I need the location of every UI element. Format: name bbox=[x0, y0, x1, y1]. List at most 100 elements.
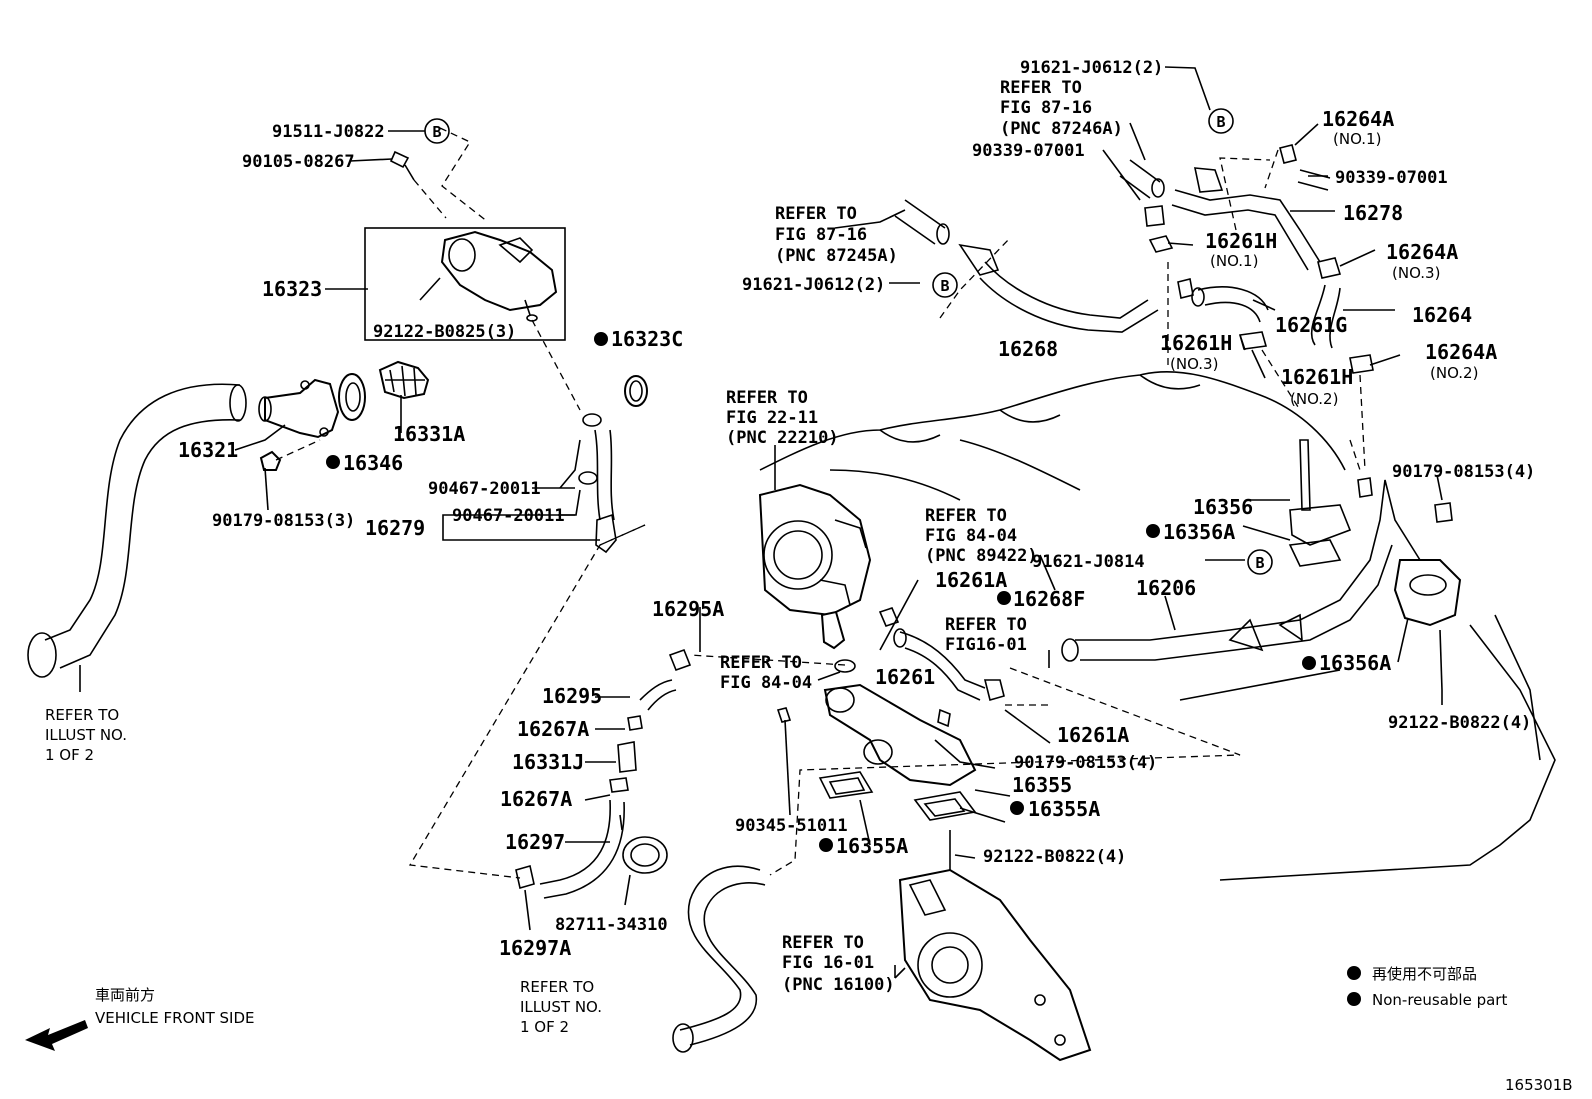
marker-b-2: B bbox=[1208, 108, 1234, 134]
svg-text:REFER TO: REFER TO bbox=[720, 653, 802, 673]
ref-fig-87-16-b: REFER TO FIG 87-16 (PNC 87245A) bbox=[775, 204, 898, 266]
svg-text:REFER TO: REFER TO bbox=[1000, 78, 1082, 98]
svg-text:B: B bbox=[432, 123, 441, 141]
label-90467-b: 90467-20011 bbox=[452, 506, 565, 526]
label-91511: 91511-J0822 bbox=[272, 122, 385, 142]
housing-box bbox=[364, 227, 566, 341]
ref-illust-left: REFER TO ILLUST NO. 1 OF 2 bbox=[45, 706, 127, 764]
label-16356a-1: 16356A bbox=[1163, 520, 1235, 544]
label-82711: 82711-34310 bbox=[555, 915, 668, 935]
radiator-hose-left bbox=[44, 383, 241, 669]
part-labels: 91511-J0822 90105-08267 16323 92122-B082… bbox=[45, 58, 1535, 1036]
label-16261a-2: 16261A bbox=[1057, 723, 1129, 747]
svg-text:ILLUST NO.: ILLUST NO. bbox=[520, 998, 602, 1016]
water-inlet-housing bbox=[440, 230, 558, 312]
gasket-16346 bbox=[338, 373, 366, 421]
label-90339-a: 90339-07001 bbox=[972, 141, 1085, 161]
o-ring-16323c bbox=[624, 375, 648, 407]
svg-text:(PNC 89422): (PNC 89422) bbox=[925, 546, 1038, 566]
svg-text:B: B bbox=[1255, 554, 1264, 572]
label-16356: 16356 bbox=[1193, 495, 1253, 519]
label-16356a-2: 16356A bbox=[1319, 651, 1391, 675]
label-16261h-1: 16261H bbox=[1205, 229, 1277, 253]
label-16264a-1-no: (NO.1) bbox=[1333, 130, 1381, 148]
label-16267a-2: 16267A bbox=[500, 787, 572, 811]
marker-b-4: B bbox=[1247, 549, 1273, 575]
svg-text:REFER TO: REFER TO bbox=[520, 978, 594, 996]
label-16331a: 16331A bbox=[393, 422, 465, 446]
svg-text:FIG 84-04: FIG 84-04 bbox=[925, 526, 1017, 546]
label-16264a-1: 16264A bbox=[1322, 107, 1394, 131]
label-16355: 16355 bbox=[1012, 773, 1072, 797]
water-pump bbox=[898, 868, 1092, 1062]
label-16321: 16321 bbox=[178, 438, 238, 462]
label-16261: 16261 bbox=[875, 665, 935, 689]
label-16323: 16323 bbox=[262, 277, 322, 301]
front-jp: 車両前方 bbox=[95, 986, 155, 1004]
svg-text:FIG 87-16: FIG 87-16 bbox=[1000, 98, 1092, 118]
label-16261h-3: 16261H bbox=[1160, 331, 1232, 355]
svg-text:FIG 22-11: FIG 22-11 bbox=[726, 408, 818, 428]
svg-text:1 OF 2: 1 OF 2 bbox=[520, 1018, 569, 1036]
ref-fig-16-01-a: REFER TO FIG16-01 bbox=[945, 615, 1027, 655]
bypass-pipe-group bbox=[1061, 439, 1556, 881]
svg-text:FIG16-01: FIG16-01 bbox=[945, 635, 1027, 655]
front-en: VEHICLE FRONT SIDE bbox=[95, 1009, 255, 1027]
label-16268f: 16268F bbox=[1013, 587, 1085, 611]
ref-fig-84-04-b: REFER TO FIG 84-04 bbox=[720, 653, 812, 693]
ref-illust-mid: REFER TO ILLUST NO. 1 OF 2 bbox=[520, 978, 602, 1036]
label-90179-08153-3: 90179-08153(3) bbox=[212, 511, 355, 531]
label-90339-b: 90339-07001 bbox=[1335, 168, 1448, 188]
dashed-guides bbox=[408, 524, 1241, 879]
svg-text:(PNC 87246A): (PNC 87246A) bbox=[1000, 119, 1123, 139]
svg-text:REFER TO: REFER TO bbox=[726, 388, 808, 408]
svg-text:FIG 84-04: FIG 84-04 bbox=[720, 673, 812, 693]
label-90345: 90345-51011 bbox=[735, 816, 848, 836]
label-90179-08153-4-a: 90179-08153(4) bbox=[1014, 753, 1157, 773]
label-16268: 16268 bbox=[998, 337, 1058, 361]
label-16264a-2-no: (NO.2) bbox=[1430, 364, 1478, 382]
label-16279: 16279 bbox=[365, 516, 425, 540]
intake-manifold-group bbox=[515, 370, 1346, 1062]
ref-fig-22-11: REFER TO FIG 22-11 (PNC 22210) bbox=[726, 388, 839, 448]
upper-hoses-group bbox=[894, 144, 1374, 471]
label-16355a-2: 16355A bbox=[836, 834, 908, 858]
label-16206: 16206 bbox=[1136, 576, 1196, 600]
svg-text:REFER TO: REFER TO bbox=[782, 933, 864, 953]
label-91621-j0612-a: 91621-J0612(2) bbox=[1020, 58, 1163, 78]
label-92122-b0822-b: 92122-B0822(4) bbox=[1388, 713, 1531, 733]
label-16297: 16297 bbox=[505, 830, 565, 854]
label-16261h-3-no: (NO.3) bbox=[1170, 355, 1218, 373]
svg-text:1 OF 2: 1 OF 2 bbox=[45, 746, 94, 764]
svg-text:(PNC 87245A): (PNC 87245A) bbox=[775, 246, 898, 266]
label-90179-08153-4-b: 90179-08153(4) bbox=[1392, 462, 1535, 482]
label-91621-j0612-b: 91621-J0612(2) bbox=[742, 275, 885, 295]
label-16267a-1: 16267A bbox=[517, 717, 589, 741]
svg-text:(PNC 22210): (PNC 22210) bbox=[726, 428, 839, 448]
throttle-body bbox=[758, 483, 872, 617]
label-16297a: 16297A bbox=[499, 936, 571, 960]
legend-jp: 再使用不可部品 bbox=[1372, 965, 1477, 983]
svg-text:REFER TO: REFER TO bbox=[775, 204, 857, 224]
label-16355a-1: 16355A bbox=[1028, 797, 1100, 821]
marker-b-1: B bbox=[424, 118, 450, 144]
label-16264a-3: 16264A bbox=[1386, 240, 1458, 264]
svg-text:FIG 87-16: FIG 87-16 bbox=[775, 225, 867, 245]
marker-b-3: B bbox=[932, 272, 958, 298]
thermostat-group bbox=[27, 127, 648, 692]
label-90467-a: 90467-20011 bbox=[428, 479, 541, 499]
svg-text:REFER TO: REFER TO bbox=[945, 615, 1027, 635]
water-outlet bbox=[823, 683, 977, 787]
label-16261h-2-no: (NO.2) bbox=[1290, 390, 1338, 408]
label-16331j: 16331J bbox=[512, 750, 584, 774]
label-16264a-3-no: (NO.3) bbox=[1392, 264, 1440, 282]
reference-markers: B B B B bbox=[424, 108, 1273, 575]
svg-text:B: B bbox=[940, 277, 949, 295]
label-16346: 16346 bbox=[343, 451, 403, 475]
legend: 再使用不可部品 Non-reusable part bbox=[1347, 965, 1507, 1009]
ref-fig-87-16-a: REFER TO FIG 87-16 (PNC 87246A) bbox=[1000, 78, 1123, 139]
leader-lines bbox=[234, 66, 1443, 979]
svg-text:REFER TO: REFER TO bbox=[925, 506, 1007, 526]
legend-en: Non-reusable part bbox=[1372, 991, 1507, 1009]
